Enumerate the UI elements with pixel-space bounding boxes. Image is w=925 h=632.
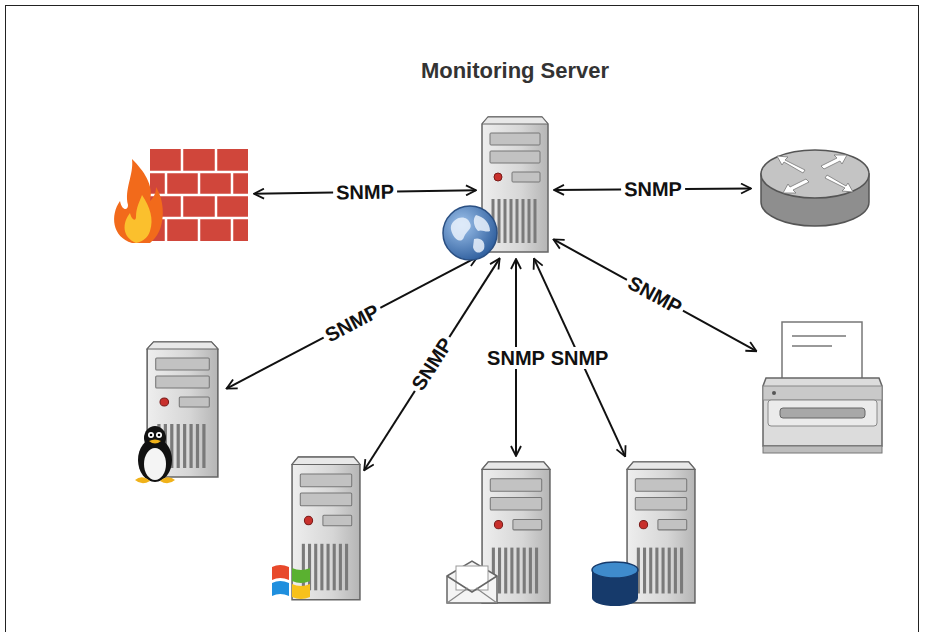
network-device [480,460,552,608]
snmp-connector [534,259,625,457]
edge-label: SNMP [622,270,689,320]
globe-icon [440,203,500,263]
router-icon [755,140,875,236]
edge-label: SNMP [548,347,612,369]
network-device [145,340,223,482]
node-title: Monitoring Server [415,58,615,84]
edge-label: SNMP [484,347,548,369]
snmp-connector [554,239,757,351]
firewall-icon [110,145,250,245]
mail-envelope [444,558,500,606]
linux-penguin [130,424,180,486]
edge-label: SNMP [319,298,386,347]
edge-label: SNMP [333,181,397,204]
database-cylinder [589,560,641,608]
snmp-connector [364,258,499,470]
edge-label: SNMP [405,332,458,398]
windows-logo [268,559,314,605]
network-device [755,140,875,236]
network-device [760,320,885,455]
network-device [110,145,250,245]
printer-icon [760,320,885,455]
network-device [290,455,362,605]
edge-label: SNMP [621,178,685,200]
network-device [625,460,697,608]
monitoring-server: Monitoring Server [415,58,615,270]
